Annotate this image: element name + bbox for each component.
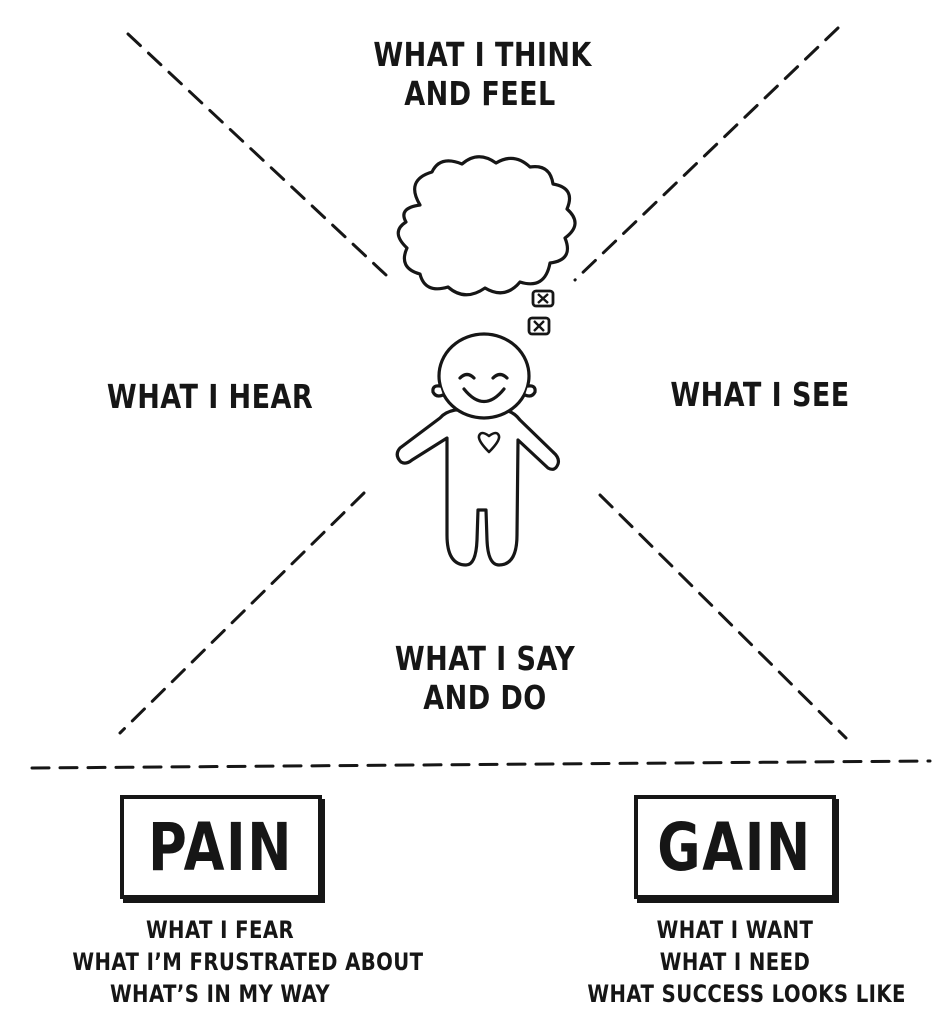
pain-title: PAIN (148, 808, 294, 886)
divider-horizontal (30, 759, 932, 770)
pain-item: WHAT I’M FRUSTRATED ABOUT (72, 947, 424, 976)
quadrant-hear: WHAT I HEAR (103, 377, 316, 417)
pain-box: PAIN (120, 795, 322, 899)
pain-items: WHAT I FEAR WHAT I’M FRUSTRATED ABOUT WH… (72, 915, 424, 1011)
see-line-1: WHAT I SEE (670, 375, 850, 414)
gain-item: WHAT I WANT (656, 916, 814, 944)
divider-bottom-right (598, 493, 848, 740)
gain-items: WHAT I WANT WHAT I NEED WHAT SUCCESS LOO… (587, 915, 906, 1011)
divider-top-left (126, 32, 388, 277)
gain-item: WHAT I NEED (659, 947, 811, 976)
hear-line-1: WHAT I HEAR (106, 377, 314, 416)
pain-item: WHAT I FEAR (145, 916, 295, 944)
gain-item: WHAT SUCCESS LOOKS LIKE (587, 979, 906, 1008)
divider-bottom-left (118, 491, 366, 735)
gain-title: GAIN (657, 808, 813, 886)
quadrant-think-feel: WHAT I THINK AND FEEL (373, 35, 592, 114)
say-do-line-1: WHAT I SAY (394, 639, 576, 678)
think-feel-line-1: WHAT I THINK (373, 35, 592, 74)
divider-top-right (573, 26, 840, 282)
quadrant-say-do: WHAT I SAY AND DO (378, 639, 591, 718)
thought-bubbles-icon (527, 289, 555, 336)
say-do-line-2: AND DO (423, 677, 547, 717)
quadrant-see: WHAT I SEE (653, 375, 866, 415)
person-figure-icon (395, 332, 561, 567)
pain-item: WHAT’S IN MY WAY (109, 979, 331, 1008)
think-feel-line-2: AND FEEL (404, 73, 556, 113)
gain-box: GAIN (634, 795, 836, 899)
thought-cloud-icon (396, 155, 577, 297)
